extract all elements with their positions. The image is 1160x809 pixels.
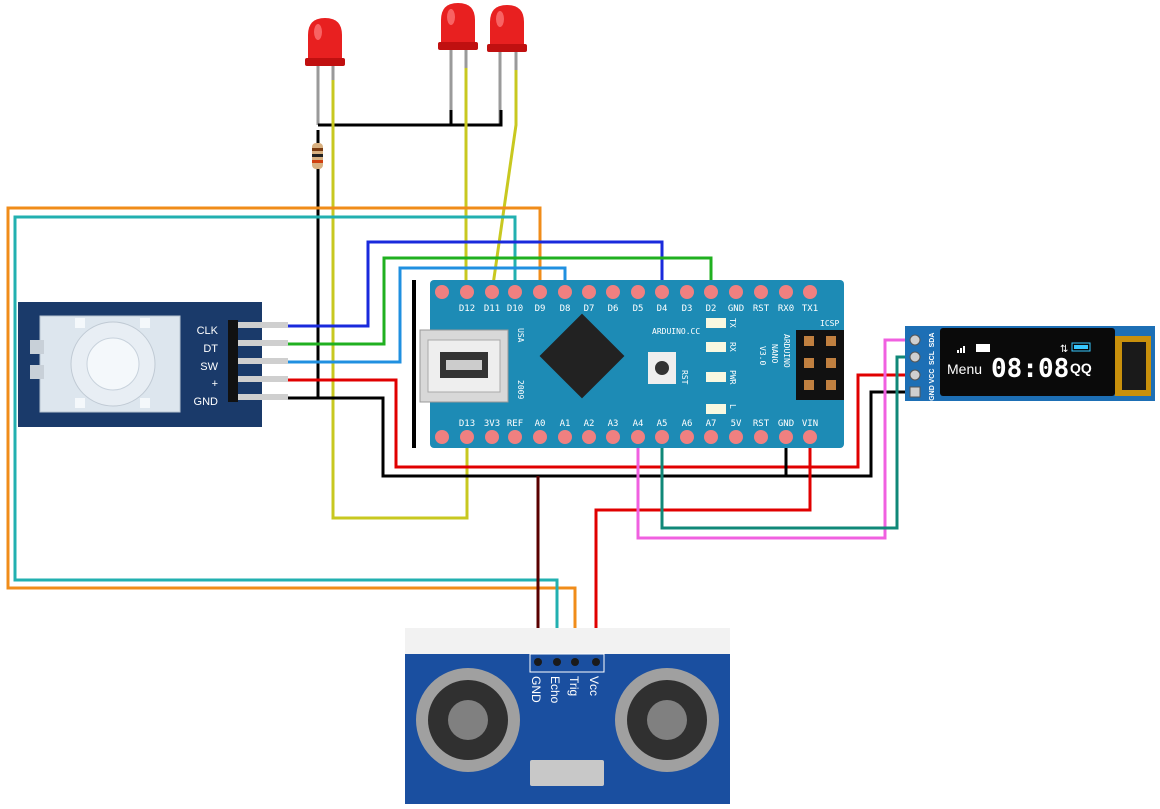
oled-time: 08:08: [991, 354, 1069, 384]
led-2: [438, 3, 478, 125]
encoder-pin-label-sw: SW: [200, 361, 218, 373]
nano-bottom-pins: [435, 430, 817, 444]
nano-pin-3v3: 3V3: [484, 419, 500, 429]
nano-pin-a7: A7: [706, 419, 717, 429]
rotary-encoder: CLK DT SW + GND: [18, 302, 288, 427]
nano-pin-d12: D12: [459, 304, 475, 314]
nano-model-line3: V3.0: [758, 346, 767, 365]
oled-qq-text: QQ: [1070, 360, 1092, 376]
encoder-pins: [228, 320, 288, 402]
ultrasonic-pin-echo: Echo: [548, 676, 562, 704]
nano-tx-label: TX: [728, 318, 737, 328]
nano-brand: ARDUINO.CC: [652, 327, 700, 336]
arduino-nano: RST TX RX PWR L ICSP ARDUINO.CC ARDUINO …: [412, 280, 844, 448]
oled-pin-gnd: GND: [929, 385, 936, 401]
wire-dt-d2: [288, 256, 713, 346]
ultrasonic-pin-trig: Trig: [567, 676, 581, 696]
oled-menu-text: Menu: [947, 361, 982, 377]
nano-pin-d4: D4: [657, 304, 668, 314]
led-1: [305, 18, 345, 125]
battery-icon: [1071, 342, 1091, 352]
nano-pin-d13: D13: [459, 419, 475, 429]
wire-a4-sda: [636, 338, 912, 540]
led-3: [487, 5, 527, 125]
encoder-pin-label-clk: CLK: [197, 325, 219, 337]
resistor: [312, 143, 323, 169]
nano-pin-rx0: RX0: [778, 304, 794, 314]
wire-encoder-vcc: [288, 373, 912, 469]
wire-encoder-gnd: [288, 390, 912, 478]
nano-pin-d9: D9: [535, 304, 546, 314]
oled-pin-scl: SCL: [929, 350, 936, 365]
ultrasonic-pin-vcc: Vcc: [587, 676, 601, 696]
nano-rst-label: RST: [680, 370, 689, 385]
nano-model-line2: NANO: [770, 344, 779, 363]
nano-pin-d6: D6: [608, 304, 619, 314]
ultrasonic-pins: [534, 658, 600, 666]
nano-pin-d5: D5: [633, 304, 644, 314]
nano-pin-d10: D10: [507, 304, 523, 314]
wire-led-ground: [318, 110, 503, 127]
nano-usa: USA: [516, 328, 525, 343]
wire-led1-d13: [331, 80, 469, 520]
message-icon: [976, 344, 990, 352]
nano-pin-5v: 5V: [731, 419, 742, 429]
wires: [6, 68, 912, 640]
wire-gnd-encoder: [288, 169, 320, 400]
wire-led3-d11: [490, 70, 518, 293]
encoder-pin-label-dt: DT: [203, 343, 218, 355]
nano-pin-d2: D2: [706, 304, 717, 314]
encoder-pin-label-gnd: GND: [194, 396, 219, 408]
nano-l-label: L: [728, 404, 737, 409]
nano-rx-label: RX: [728, 342, 737, 352]
nano-pin-a3: A3: [608, 419, 619, 429]
wire-vin-sonar: [594, 437, 812, 640]
signal-icon: [957, 346, 965, 353]
oled-pin-holes: [909, 334, 921, 398]
transducer-left: [416, 668, 520, 772]
nano-pin-gnd-bottom: GND: [778, 419, 794, 429]
nano-pin-a6: A6: [682, 419, 693, 429]
nano-pin-a1: A1: [560, 419, 571, 429]
nano-pin-vin: VIN: [802, 419, 818, 429]
ultrasonic-pin-gnd: GND: [529, 676, 543, 703]
ultrasonic-sensor: GND Echo Trig Vcc: [405, 628, 730, 804]
nano-pin-rst-bottom: RST: [753, 419, 770, 429]
nano-icsp-label: ICSP: [820, 319, 839, 328]
oled-display: SDA SCL VCC GND Menu 08:08 ⇅ QQ: [905, 326, 1155, 401]
nano-pin-a5: A5: [657, 419, 668, 429]
nano-pin-d11: D11: [484, 304, 500, 314]
transducer-right: [615, 668, 719, 772]
nano-pin-a0: A0: [535, 419, 546, 429]
nano-model-line1: ARDUINO: [782, 334, 791, 368]
oled-pin-sda: SDA: [929, 333, 936, 348]
wire-a5-scl: [660, 355, 912, 530]
nano-year: 2009: [516, 380, 525, 399]
nano-pin-d8: D8: [560, 304, 571, 314]
oled-pin-vcc: VCC: [929, 369, 936, 384]
wire-echo-d10: [13, 215, 559, 640]
nano-pin-ref: REF: [507, 419, 523, 429]
nano-top-pins: [435, 285, 817, 299]
oled-arrows-icon: ⇅: [1060, 344, 1068, 355]
encoder-pin-label-plus: +: [212, 378, 218, 390]
nano-pin-d3: D3: [682, 304, 693, 314]
crystal: [530, 760, 604, 786]
nano-pin-d7: D7: [584, 304, 595, 314]
nano-pin-tx1: TX1: [802, 304, 818, 314]
nano-pin-rst-top: RST: [753, 304, 770, 314]
nano-pin-a2: A2: [584, 419, 595, 429]
nano-pwr-label: PWR: [728, 370, 737, 385]
nano-pin-a4: A4: [633, 419, 644, 429]
wire-sw-d8: [288, 266, 567, 364]
wire-trig-d9: [6, 206, 577, 640]
nano-pin-gnd-top: GND: [728, 304, 744, 314]
